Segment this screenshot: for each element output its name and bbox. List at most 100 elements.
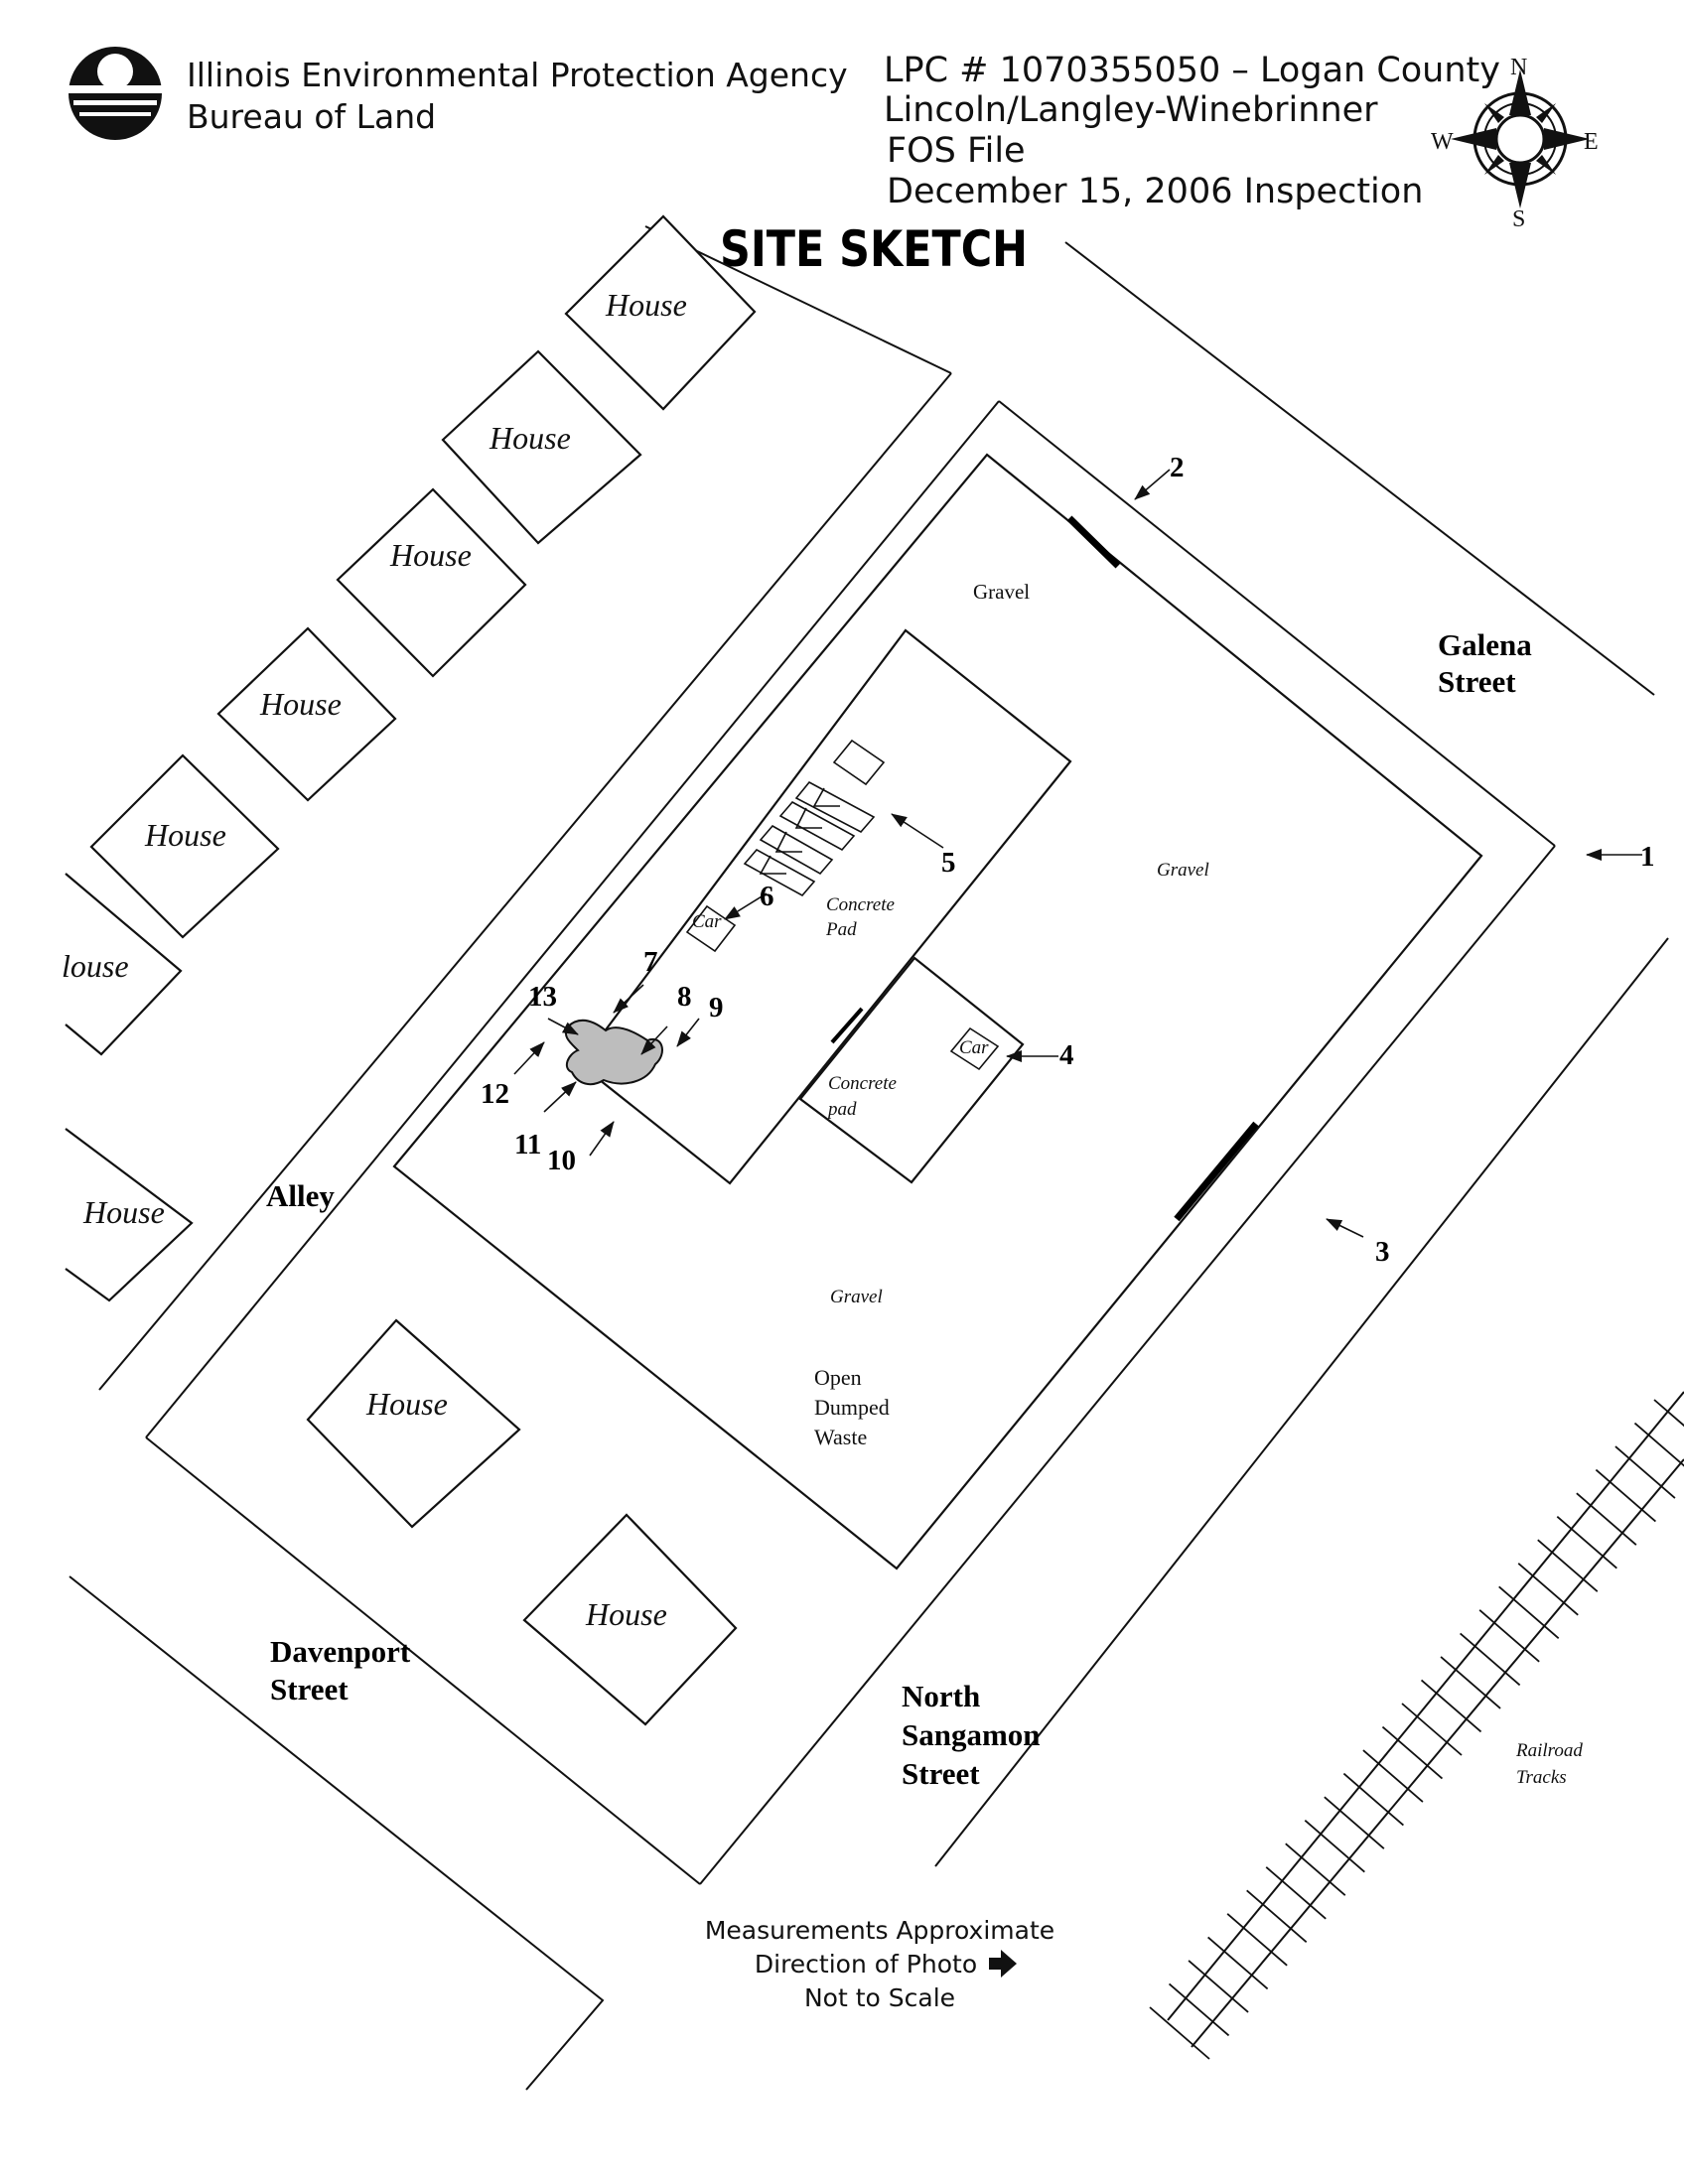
concrete-pad-label: Concrete bbox=[826, 894, 895, 915]
railroad-rail-east bbox=[1191, 1458, 1684, 2048]
railroad-tie bbox=[1653, 1399, 1684, 1428]
concrete-pad-label: pad bbox=[826, 1099, 857, 1120]
railroad-tie bbox=[1149, 2006, 1210, 2060]
concrete-pad-lower bbox=[798, 956, 1025, 1184]
railroad-tie bbox=[1595, 1468, 1656, 1523]
railroad-tie bbox=[1478, 1609, 1540, 1663]
house-5: House bbox=[89, 753, 280, 939]
railroad-tie bbox=[1498, 1585, 1560, 1639]
inspection-date: December 15, 2006 Inspection bbox=[887, 172, 1423, 211]
gate-east bbox=[1174, 1121, 1259, 1222]
galena-street-west-edge bbox=[998, 400, 1556, 847]
railroad-tie bbox=[1285, 1843, 1346, 1896]
open-dumped-waste-label: Open bbox=[814, 1365, 862, 1390]
photo-point-1: 1 bbox=[1640, 841, 1655, 873]
railroad-tie bbox=[1168, 1982, 1230, 2037]
note-not-to-scale: Not to Scale bbox=[804, 1983, 955, 2012]
file-type: FOS File bbox=[887, 131, 1026, 171]
open-dumped-waste-label: Dumped bbox=[814, 1395, 890, 1420]
house-label: House bbox=[144, 817, 226, 853]
railroad-tie bbox=[1420, 1679, 1482, 1733]
photo-point-2: 2 bbox=[1170, 452, 1185, 483]
dumped-waste-pile bbox=[564, 1019, 663, 1086]
compass-east: E bbox=[1584, 129, 1599, 155]
sangamon-street-label: Sangamon bbox=[902, 1717, 1041, 1752]
house-label: House bbox=[489, 420, 571, 456]
photo-point-3: 3 bbox=[1375, 1236, 1390, 1268]
note-measurements: Measurements Approximate bbox=[705, 1916, 1054, 1945]
photo-direction-arrows bbox=[513, 469, 1642, 1238]
railroad-tie bbox=[1207, 1936, 1269, 1990]
photo-point-11: 11 bbox=[514, 1129, 541, 1160]
photo-point-6: 6 bbox=[760, 881, 774, 912]
sangamon-street-label: Street bbox=[902, 1756, 980, 1791]
photo-point-5: 5 bbox=[941, 847, 956, 879]
bureau-name: Bureau of Land bbox=[187, 97, 436, 136]
alley-edge-east bbox=[145, 400, 1000, 1438]
railroad-tie bbox=[1440, 1656, 1501, 1709]
structure-box bbox=[832, 739, 886, 786]
photo-point-10: 10 bbox=[547, 1145, 576, 1176]
right-arrow-icon bbox=[989, 1950, 1017, 1978]
house-2: House bbox=[441, 349, 642, 545]
galena-street-edge bbox=[1064, 241, 1655, 696]
house-label: House bbox=[585, 1596, 667, 1632]
photo-point-7: 7 bbox=[643, 946, 658, 978]
davenport-street-south-edge bbox=[69, 1575, 605, 2091]
house-label: House bbox=[365, 1386, 448, 1422]
railroad-label: Tracks bbox=[1516, 1767, 1567, 1788]
house-4: House bbox=[216, 626, 397, 802]
racks bbox=[743, 780, 876, 897]
photo-point-13: 13 bbox=[528, 981, 557, 1013]
sangamon-street-label: North bbox=[902, 1679, 980, 1713]
concrete-pad-upper bbox=[578, 628, 1072, 1185]
car-label: Car bbox=[692, 911, 722, 932]
davenport-street-label: Davenport bbox=[270, 1634, 411, 1669]
compass-south: S bbox=[1512, 206, 1525, 232]
railroad-tie bbox=[1304, 1820, 1365, 1873]
photo-point-12: 12 bbox=[481, 1078, 509, 1110]
compass-north: N bbox=[1510, 55, 1527, 80]
house-9: House bbox=[522, 1513, 738, 1726]
railroad-tie bbox=[1633, 1422, 1684, 1467]
house-1: House bbox=[564, 214, 757, 411]
railroad-tie bbox=[1362, 1749, 1424, 1803]
house-label-cut: louse bbox=[62, 948, 129, 984]
house-label: House bbox=[605, 287, 687, 323]
concrete-pad-label: Concrete bbox=[828, 1073, 897, 1094]
galena-street-label: Galena bbox=[1438, 627, 1532, 662]
railroad-tie bbox=[1324, 1796, 1385, 1849]
compass-west: W bbox=[1431, 129, 1454, 155]
concrete-pad-label: Pad bbox=[825, 919, 857, 940]
davenport-street-north-edge bbox=[145, 1436, 701, 1885]
house-8: House bbox=[306, 1318, 521, 1529]
page-title: SITE SKETCH bbox=[720, 220, 1028, 278]
house-label: House bbox=[82, 1194, 165, 1230]
compass-rose-icon bbox=[1451, 69, 1590, 208]
railroad-tie bbox=[1576, 1492, 1637, 1546]
railroad-tie bbox=[1246, 1889, 1308, 1943]
railroad-tie bbox=[1342, 1772, 1404, 1827]
alley-label: Alley bbox=[266, 1178, 335, 1213]
iepa-logo-icon bbox=[68, 47, 163, 140]
open-dumped-waste-label: Waste bbox=[814, 1425, 867, 1449]
alley-edge-west bbox=[98, 372, 952, 1391]
photo-point-9: 9 bbox=[709, 992, 724, 1024]
galena-street-label: Street bbox=[1438, 664, 1516, 699]
railroad-rail-west bbox=[1167, 1391, 1684, 2021]
car-2: Car bbox=[949, 1026, 1000, 1071]
gravel-label-top: Gravel bbox=[973, 580, 1030, 604]
gate-north bbox=[1066, 515, 1121, 569]
house-6: louse bbox=[62, 873, 183, 1056]
house-label: House bbox=[259, 686, 342, 722]
pad-edge-mark bbox=[830, 1007, 864, 1044]
railroad-tie bbox=[1517, 1563, 1579, 1616]
davenport-street-label: Street bbox=[270, 1672, 349, 1706]
railroad-tie bbox=[1401, 1703, 1463, 1756]
note-photo-direction: Direction of Photo bbox=[755, 1950, 977, 1979]
railroad-tie bbox=[1537, 1539, 1599, 1592]
house-3: House bbox=[336, 487, 527, 678]
railroad-label: Railroad bbox=[1515, 1740, 1583, 1761]
railroad-ties bbox=[1149, 1399, 1684, 2060]
